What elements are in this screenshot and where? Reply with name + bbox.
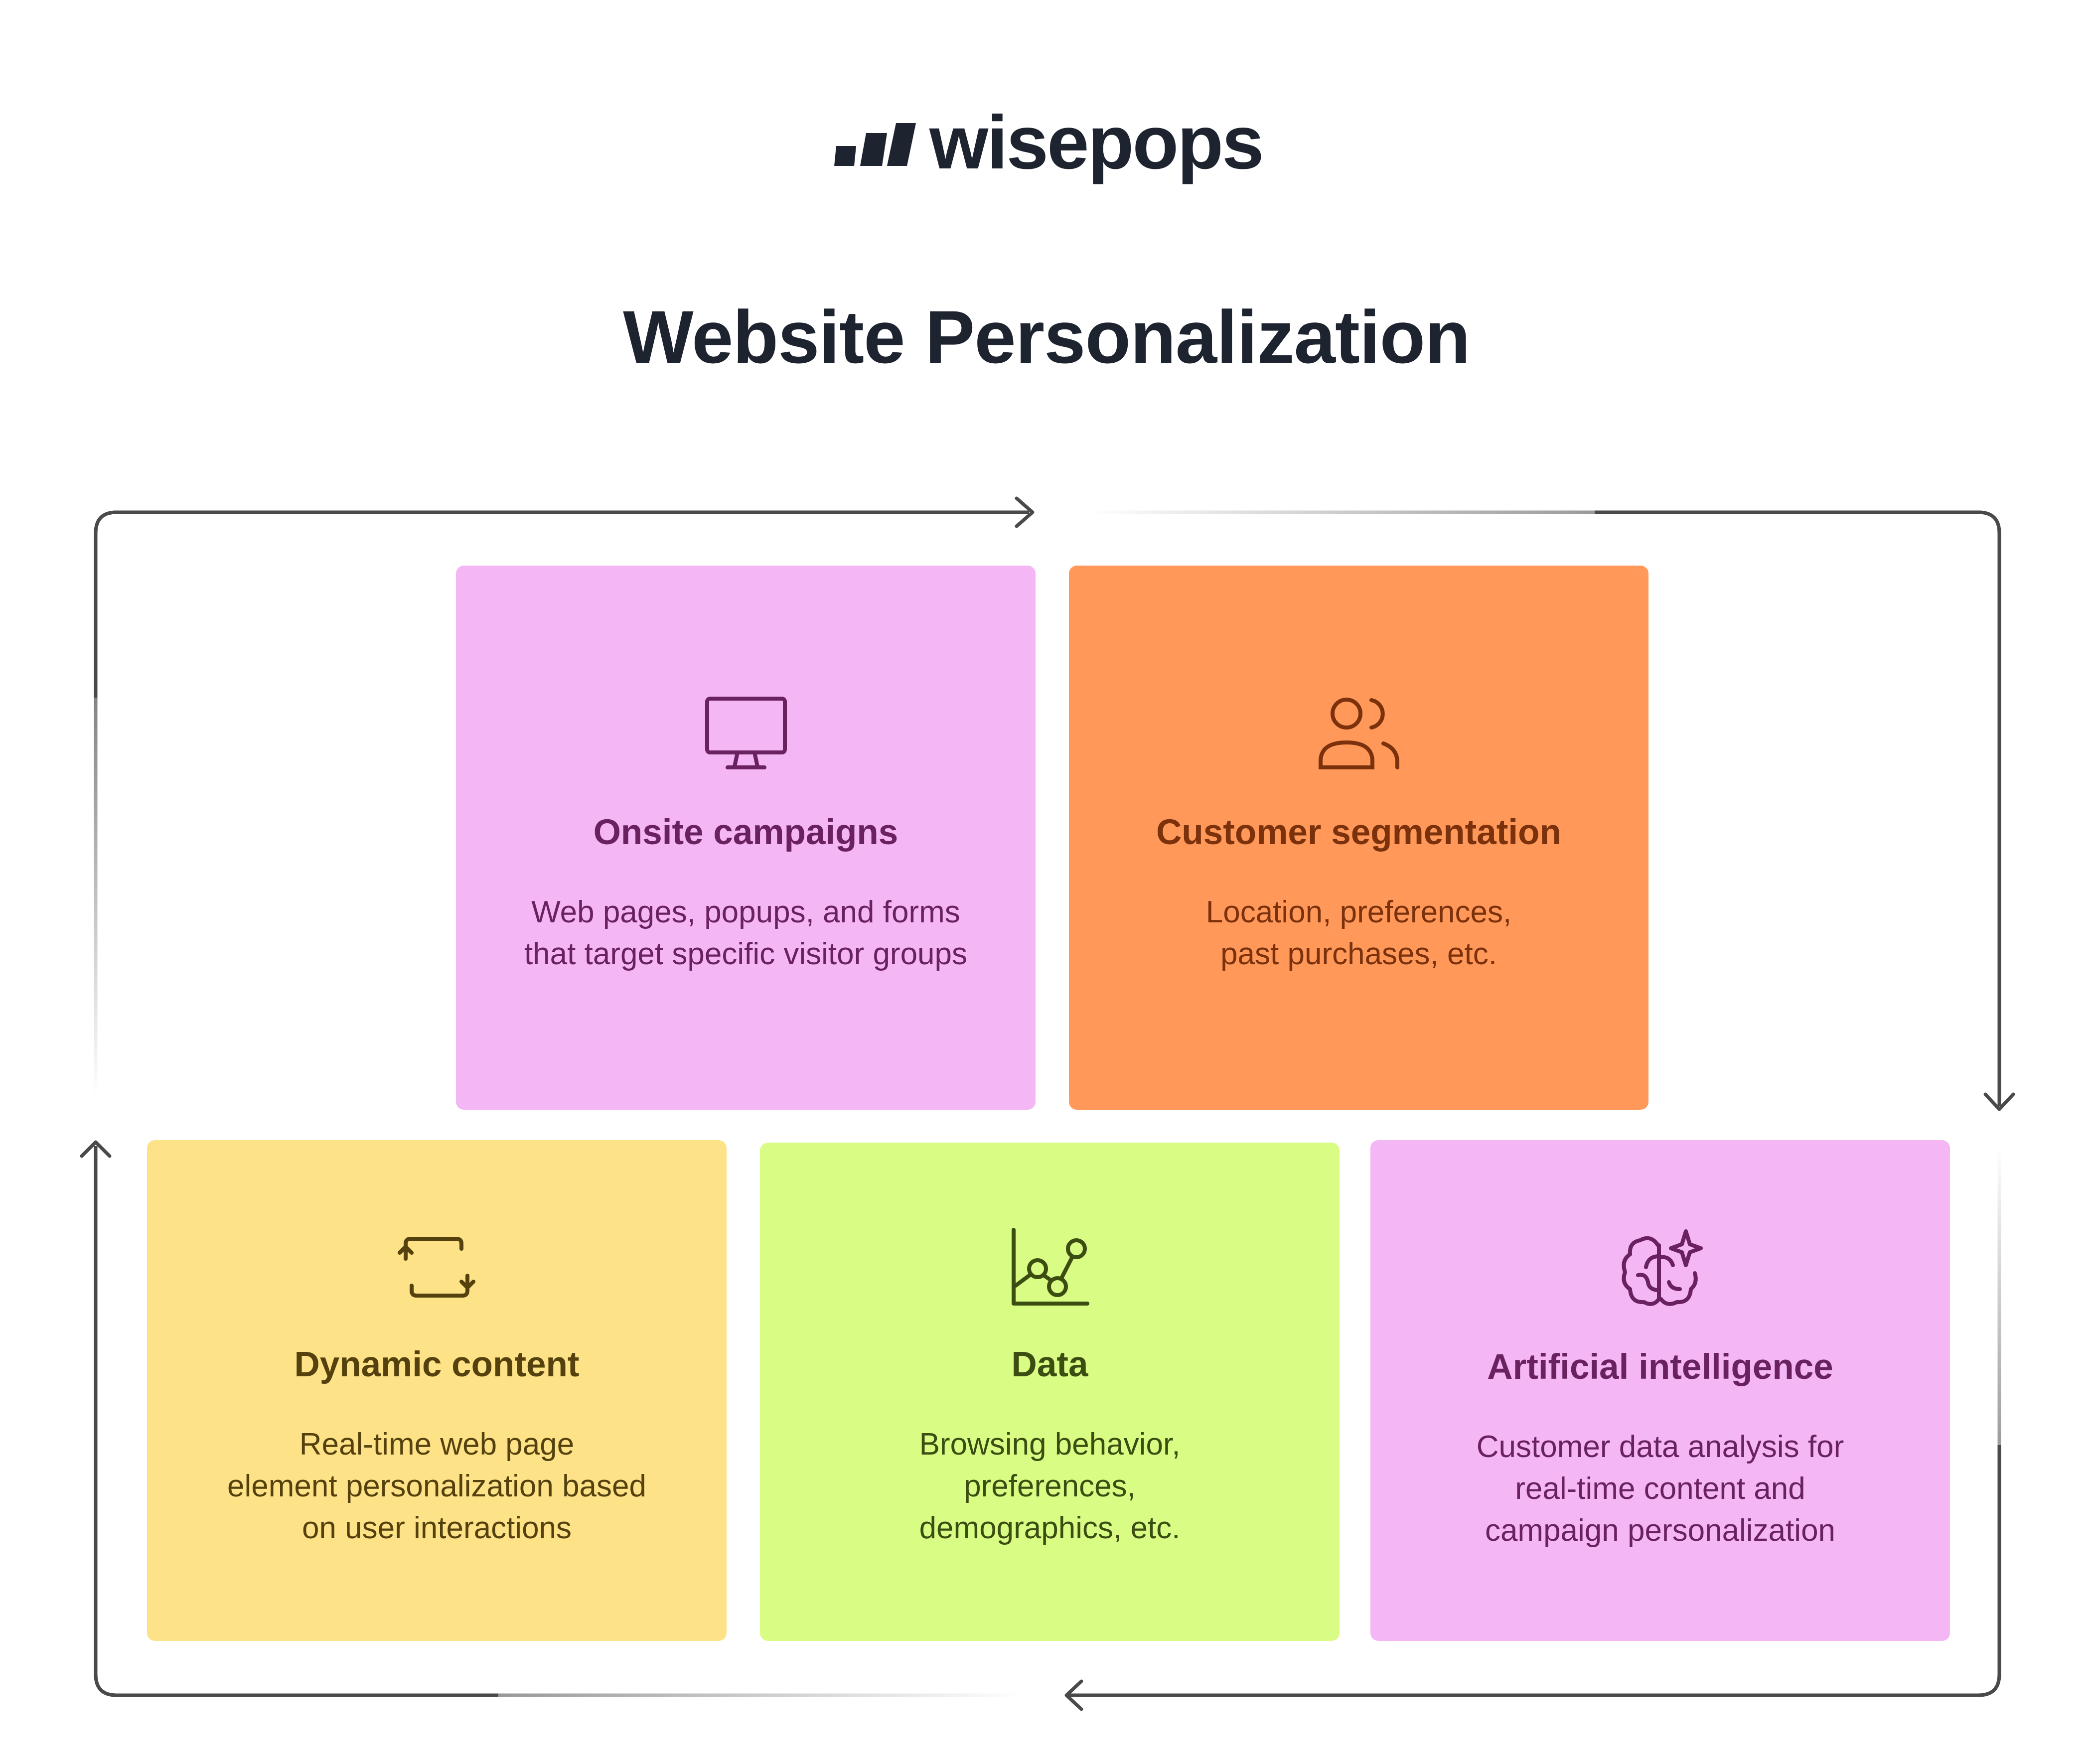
card-title: Onsite campaigns: [593, 813, 898, 852]
card-title: Artificial intelligence: [1487, 1347, 1833, 1387]
card-description: Real-time web page element personalizati…: [227, 1427, 646, 1545]
arrowhead-up: [80, 1140, 112, 1158]
card-description: Web pages, popups, and forms that target…: [524, 895, 968, 971]
card-description: Location, preferences, past purchases, e…: [1205, 895, 1512, 971]
card-description: Customer data analysis for real-time con…: [1476, 1430, 1844, 1548]
card-customer-segmentation: Customer segmentation Location, preferen…: [1069, 566, 1648, 1110]
chart-icon: [1008, 1225, 1092, 1310]
logo-wordmark: wisepops: [929, 100, 1264, 185]
card-title: Customer segmentation: [1156, 813, 1561, 852]
arrowhead-down: [1983, 1092, 2015, 1111]
card-artificial-intelligence: Artificial intelligence Customer data an…: [1370, 1140, 1950, 1641]
wisepops-logo: wisepops: [832, 100, 1271, 192]
card-dynamic-content: Dynamic content Real-time web page eleme…: [147, 1140, 727, 1641]
monitor-icon: [704, 693, 788, 777]
refresh-icon: [395, 1225, 479, 1310]
card-data: Data Browsing behavior, preferences, dem…: [760, 1143, 1340, 1641]
brain-icon: [1618, 1227, 1703, 1312]
card-title: Dynamic content: [294, 1345, 580, 1384]
card-title: Data: [1011, 1345, 1088, 1384]
logo-mark-icon: [834, 123, 916, 166]
users-icon: [1317, 693, 1401, 777]
arrowhead-left: [1064, 1679, 1083, 1711]
card-description: Browsing behavior, preferences, demograp…: [919, 1427, 1181, 1545]
page-title: Website Personalization: [623, 295, 1471, 379]
arrowhead-right: [1015, 496, 1035, 528]
card-onsite-campaigns: Onsite campaigns Web pages, popups, and …: [456, 566, 1036, 1110]
